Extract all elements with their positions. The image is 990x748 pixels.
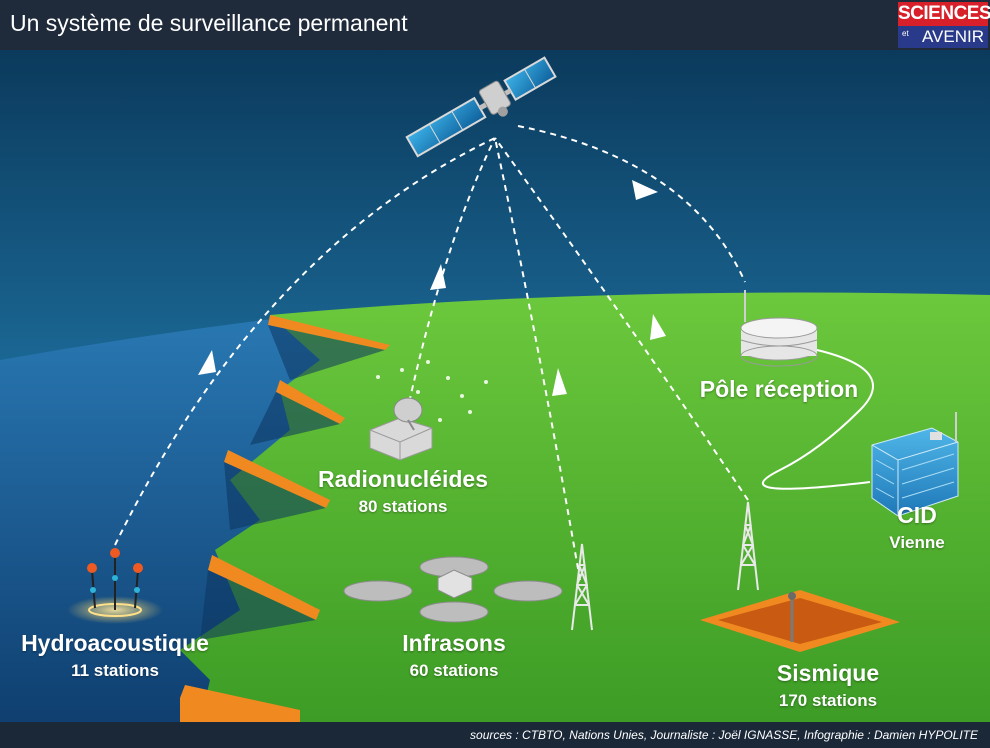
signal-arrows — [198, 180, 666, 396]
brand-logo: SCIENCES AVENIR et — [898, 2, 990, 48]
logo-top: SCIENCES — [898, 2, 990, 26]
seismic-antenna-icon — [737, 501, 759, 591]
radionuclide-count: 80 stations — [358, 497, 448, 516]
infrasound-count: 60 stations — [409, 661, 499, 680]
logo-et: et — [902, 29, 909, 38]
footer-bar: sources : CTBTO, Nations Unies, Journali… — [0, 722, 990, 748]
seismic-name: Sismique — [776, 660, 880, 686]
radionuclide-label: Radionucléides 80 stations — [303, 466, 503, 517]
reception-building-icon — [740, 290, 818, 367]
cid-building-icon — [871, 412, 959, 517]
hydroacoustic-label: Hydroacoustique 11 stations — [20, 630, 210, 681]
radionuclide-name: Radionucléides — [318, 466, 488, 492]
reception-name: Pôle réception — [699, 376, 859, 402]
hydroacoustic-name: Hydroacoustique — [21, 630, 209, 656]
cid-name: CID — [897, 502, 937, 528]
seismic-label: Sismique 170 stations — [738, 660, 918, 711]
cliffs — [180, 315, 390, 722]
infrasound-antenna-icon — [571, 543, 593, 631]
hydroacoustic-count: 11 stations — [71, 661, 159, 680]
signal-paths — [114, 125, 749, 581]
page-title: Un système de surveillance permanent — [10, 10, 408, 36]
cid-city: Vienne — [889, 533, 945, 552]
sources-credit: sources : CTBTO, Nations Unies, Journali… — [470, 728, 978, 742]
header-bar: Un système de surveillance permanent SCI… — [0, 0, 990, 50]
hydroacoustic-station-icon — [67, 548, 163, 624]
infrasound-label: Infrasons 60 stations — [364, 630, 544, 681]
link-cable — [761, 349, 874, 490]
surveillance-scene — [0, 50, 990, 722]
reception-label: Pôle réception — [694, 376, 864, 403]
logo-bottom: AVENIR — [898, 26, 988, 48]
infrasound-station-icon — [343, 556, 563, 623]
satellite-icon — [405, 56, 557, 158]
seismic-station-icon — [700, 590, 900, 652]
seismic-count: 170 stations — [778, 691, 878, 710]
infrasound-name: Infrasons — [402, 630, 506, 656]
cliff-shadows — [200, 325, 385, 640]
radionuclide-station-icon — [369, 360, 488, 461]
cid-label: CID Vienne — [862, 502, 972, 553]
